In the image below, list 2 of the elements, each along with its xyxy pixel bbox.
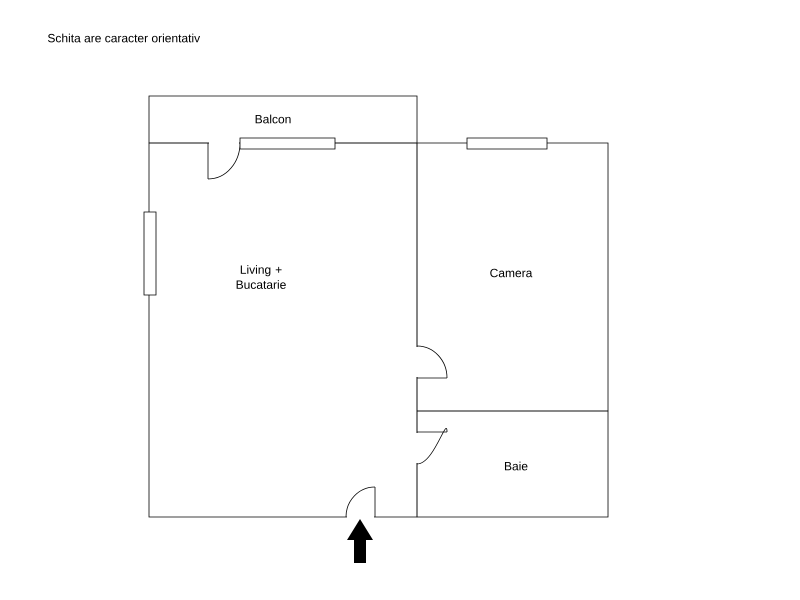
note-text: Schita are caracter orientativ xyxy=(48,34,200,42)
room: Baie xyxy=(416,410,608,518)
